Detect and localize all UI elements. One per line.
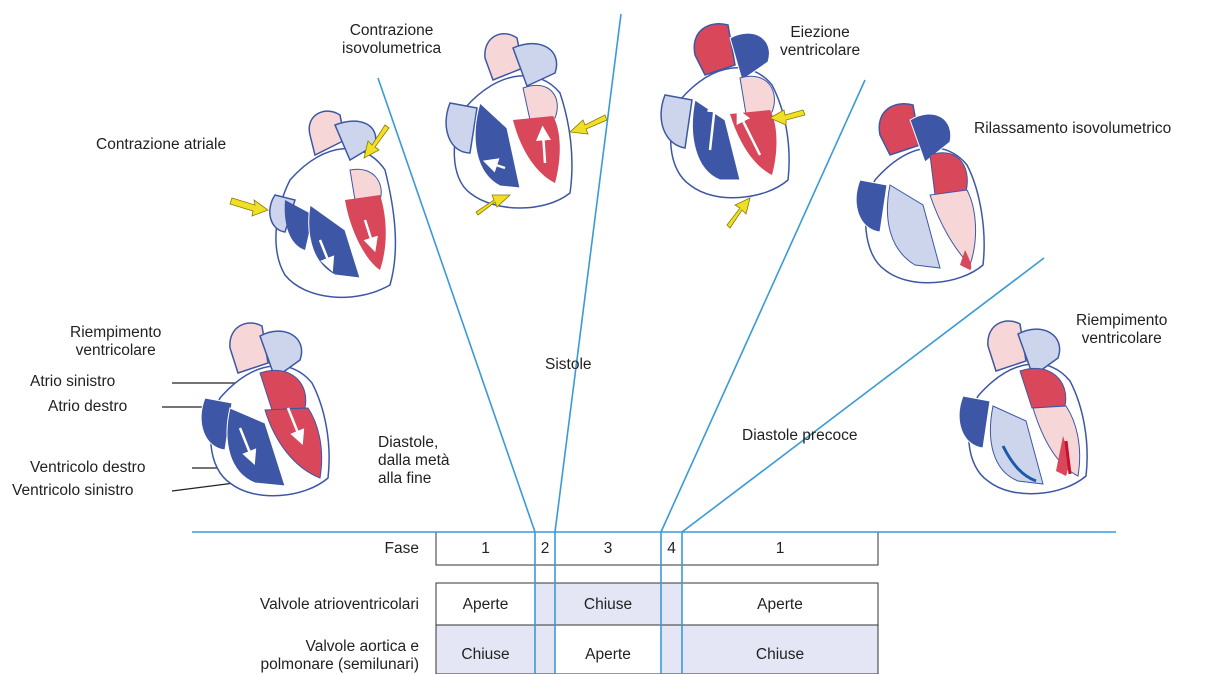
label-atrio-sinistro: Atrio sinistro <box>30 373 115 391</box>
label-riempimento-left: Riempimento ventricolare <box>70 324 161 360</box>
fase-cell-1: 1 <box>436 540 535 558</box>
label-eiezione-ventricolare: Eiezione ventricolare <box>780 24 860 60</box>
semilunar-cell-1: Chiuse <box>436 646 535 664</box>
fase-cell-5: 1 <box>682 540 878 558</box>
label-atrio-destro: Atrio destro <box>48 398 127 416</box>
fase-cell-2: 2 <box>535 540 555 558</box>
label-ventricolo-destro: Ventricolo destro <box>30 459 145 477</box>
row-label-valvole-av: Valvole atrioventricolari <box>260 596 419 614</box>
fase-cell-4: 4 <box>661 540 682 558</box>
heart-rilassamento-isovolumetrico <box>856 104 984 283</box>
label-sistole: Sistole <box>545 356 592 374</box>
av-cell-1: Aperte <box>436 596 535 614</box>
semilunar-cell-5: Chiuse <box>682 646 878 664</box>
heart-riempimento-right <box>959 321 1087 494</box>
heart-eiezione-ventricolare <box>661 24 789 198</box>
av-cell-3: Chiuse <box>555 596 661 614</box>
label-diastole-precoce: Diastole precoce <box>742 427 857 445</box>
row-label-valvole-semilunari: Valvole aortica e polmonare (semilunari) <box>260 638 419 674</box>
heart-contrazione-isovolumetrica <box>446 34 572 208</box>
heart-riempimento-left <box>201 323 329 496</box>
row-label-fase: Fase <box>385 540 419 558</box>
label-ventricolo-sinistro: Ventricolo sinistro <box>12 482 133 500</box>
label-rilassamento-isovolumetrico: Rilassamento isovolumetrico <box>974 120 1171 138</box>
label-contrazione-isovolumetrica: Contrazione isovolumetrica <box>342 22 441 58</box>
fase-cell-3: 3 <box>555 540 661 558</box>
label-riempimento-right: Riempimento ventricolare <box>1076 312 1167 348</box>
label-diastole-tarda: Diastole, dalla metà alla fine <box>378 434 450 488</box>
semilunar-cell-3: Aperte <box>555 646 661 664</box>
av-cell-5: Aperte <box>682 596 878 614</box>
label-contrazione-atriale: Contrazione atriale <box>96 136 226 154</box>
